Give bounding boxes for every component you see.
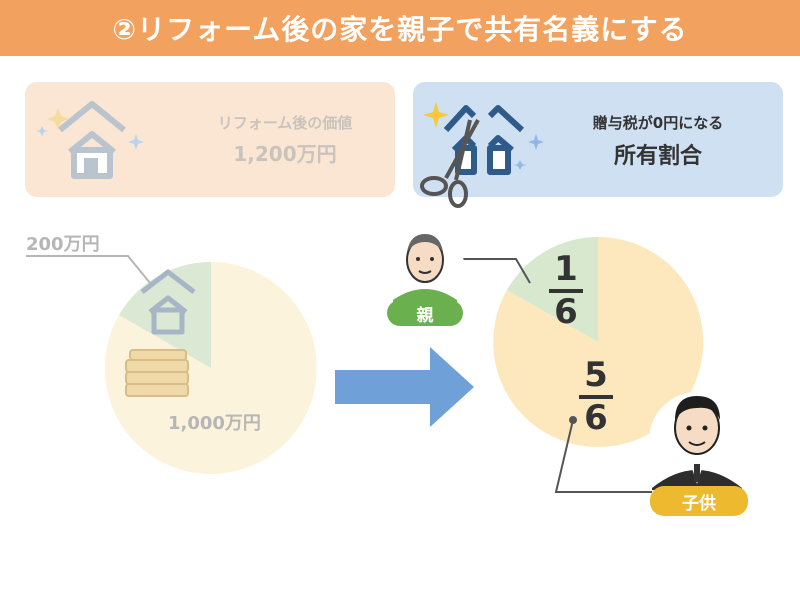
child-badge: 子供 bbox=[650, 486, 748, 516]
house-icon bbox=[58, 101, 126, 179]
title-bar: ②リフォーム後の家を親子で共有名義にする bbox=[0, 0, 800, 56]
parent-fraction-numerator: 1 bbox=[554, 249, 578, 289]
arrow-right-icon bbox=[335, 347, 474, 427]
scissors-icon bbox=[420, 119, 480, 208]
sparkle-icon bbox=[423, 102, 544, 170]
parent-badge: 親 bbox=[387, 300, 463, 326]
leader-line-200 bbox=[26, 255, 151, 284]
sparkle-icon bbox=[36, 108, 144, 150]
ratio-panel-label: 贈与税が0円になる bbox=[592, 114, 724, 132]
leader-line-parent bbox=[450, 258, 531, 284]
slice-label-1000: 1,000万円 bbox=[168, 413, 261, 434]
value-panel-amount: 1,200万円 bbox=[233, 142, 337, 166]
ratio-panel: 贈与税が0円になる 所有割合 bbox=[413, 82, 783, 197]
page-title: ②リフォーム後の家を親子で共有名義にする bbox=[112, 13, 688, 46]
parent-avatar-icon bbox=[385, 230, 465, 310]
slice-label-200: 200万円 bbox=[26, 234, 100, 255]
parent-fraction-denominator: 6 bbox=[554, 292, 578, 332]
leader-line-child bbox=[554, 419, 652, 493]
child-fraction-bar bbox=[579, 395, 613, 399]
pie-slice-1000 bbox=[104, 262, 317, 474]
pie-slice-child bbox=[493, 236, 704, 447]
parent-fraction-bar bbox=[549, 289, 583, 293]
cut-house-icon bbox=[443, 105, 525, 175]
house-icon bbox=[140, 269, 196, 335]
child-avatar-icon bbox=[649, 392, 745, 490]
child-fraction-denominator: 6 bbox=[584, 398, 608, 438]
value-panel-label: リフォーム後の価値 bbox=[217, 114, 353, 132]
ratio-panel-title: 所有割合 bbox=[613, 144, 702, 169]
child-fraction-numerator: 5 bbox=[584, 355, 608, 395]
money-stack-icon bbox=[125, 349, 189, 397]
